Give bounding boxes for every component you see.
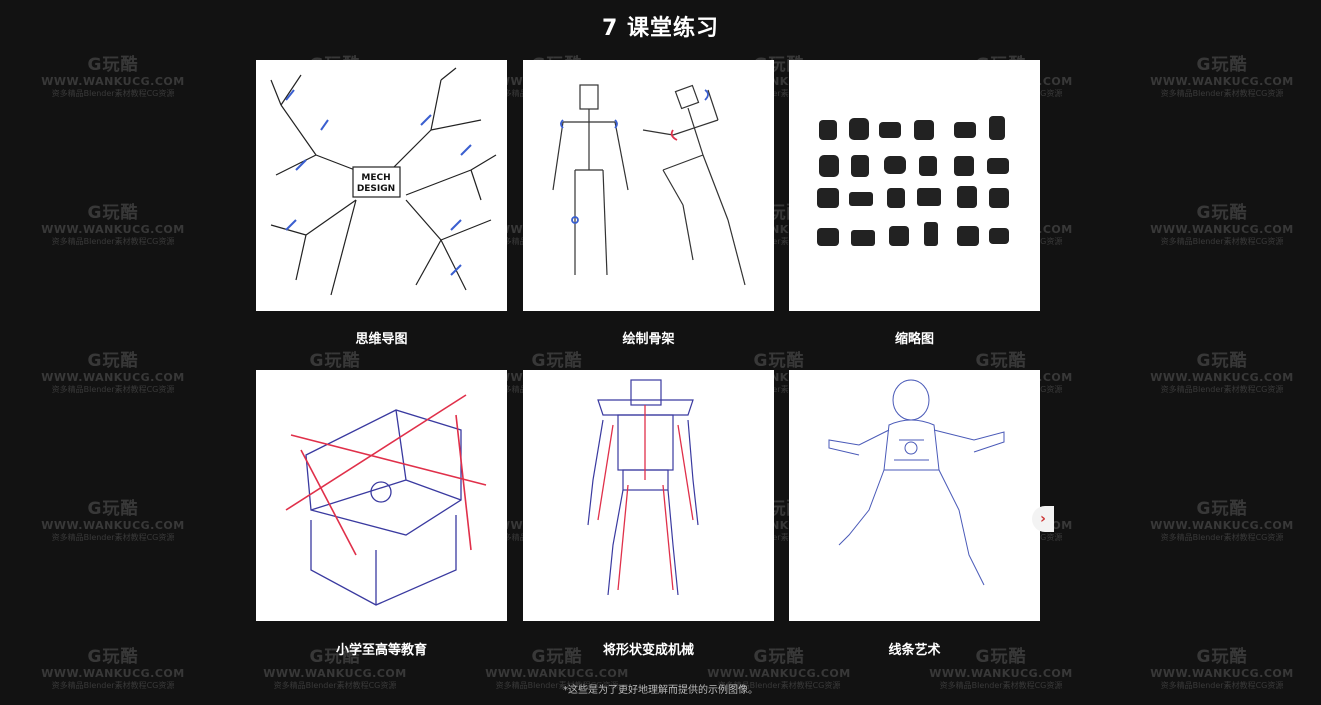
card-thumbnails[interactable] [789, 60, 1040, 311]
card-skeleton[interactable] [523, 60, 774, 311]
watermark-logo: G玩酷 [87, 203, 139, 223]
watermark-url: WWW.WANKUCG.COM [929, 667, 1073, 680]
watermark-url: WWW.WANKUCG.COM [707, 667, 851, 680]
thumbnail-silhouettes [817, 116, 1009, 246]
watermark-tagline: 资多精品Blender素材教程CG资源 [51, 89, 175, 98]
carousel-next-button[interactable]: › [1032, 506, 1054, 532]
watermark-url: WWW.WANKUCG.COM [1150, 223, 1294, 236]
watermark-tagline: 资多精品Blender素材教程CG资源 [51, 237, 175, 246]
watermark-tagline: 资多精品Blender素材教程CG资源 [1160, 385, 1284, 394]
watermark-logo: G玩酷 [531, 351, 583, 371]
watermark-url: WWW.WANKUCG.COM [1150, 519, 1294, 532]
section-title: 7 课堂练习 [602, 16, 719, 41]
watermark-logo: G玩酷 [975, 351, 1027, 371]
watermark-url: WWW.WANKUCG.COM [1150, 667, 1294, 680]
watermark-logo: G玩酷 [1196, 351, 1248, 371]
watermark-logo: G玩酷 [753, 351, 805, 371]
watermark-logo: G玩酷 [87, 647, 139, 667]
watermark-url: WWW.WANKUCG.COM [263, 667, 407, 680]
watermark-logo: G玩酷 [1196, 55, 1248, 75]
card-caption: 思维导图 [355, 332, 408, 347]
watermark-logo: G玩酷 [87, 499, 139, 519]
watermark-url: WWW.WANKUCG.COM [41, 371, 185, 384]
watermark-tagline: 资多精品Blender素材教程CG资源 [51, 533, 175, 542]
card-caption: 线条艺术 [888, 643, 941, 658]
watermark-logo: G玩酷 [87, 55, 139, 75]
card-caption: 绘制骨架 [622, 332, 675, 347]
watermark-tagline: 资多精品Blender素材教程CG资源 [1160, 533, 1284, 542]
watermark-logo: G玩酷 [1196, 647, 1248, 667]
card-line-art[interactable] [789, 370, 1040, 621]
watermark-logo: G玩酷 [1196, 203, 1248, 223]
mech-label-line2: DESIGN [357, 184, 395, 194]
card-caption: 小学至高等教育 [335, 643, 427, 658]
watermark-tagline: 资多精品Blender素材教程CG资源 [1160, 237, 1284, 246]
card-caption: 缩略图 [894, 332, 934, 347]
watermark-url: WWW.WANKUCG.COM [1150, 75, 1294, 88]
watermark-url: WWW.WANKUCG.COM [41, 75, 185, 88]
card-mind-map[interactable]: MECH DESIGN [256, 60, 507, 311]
perspective-box-sketch [285, 394, 487, 606]
watermark-url: WWW.WANKUCG.COM [485, 667, 629, 680]
skeleton-sketch [552, 84, 746, 286]
watermark-logo: G玩酷 [309, 351, 361, 371]
mech-label-line1: MECH [361, 173, 390, 183]
footnote: *这些是为了更好地理解而提供的示例图像。 [563, 685, 758, 696]
card-caption: 将形状变成机械 [602, 643, 694, 658]
watermark-tagline: 资多精品Blender素材教程CG资源 [51, 385, 175, 394]
watermark-logo: G玩酷 [1196, 499, 1248, 519]
mind-map-sketch: MECH DESIGN [270, 67, 497, 296]
watermark-url: WWW.WANKUCG.COM [41, 519, 185, 532]
watermark-logo: G玩酷 [87, 351, 139, 371]
watermark-url: WWW.WANKUCG.COM [41, 667, 185, 680]
robot-shape-sketch [587, 379, 699, 596]
chevron-right-icon: › [1040, 511, 1046, 527]
watermark-tagline: 资多精品Blender素材教程CG资源 [1160, 89, 1284, 98]
watermark-url: WWW.WANKUCG.COM [1150, 371, 1294, 384]
card-robot-shapes[interactable] [523, 370, 774, 621]
line-art-sketch [828, 379, 1005, 586]
card-perspective-box[interactable] [256, 370, 507, 621]
watermark-url: WWW.WANKUCG.COM [41, 223, 185, 236]
